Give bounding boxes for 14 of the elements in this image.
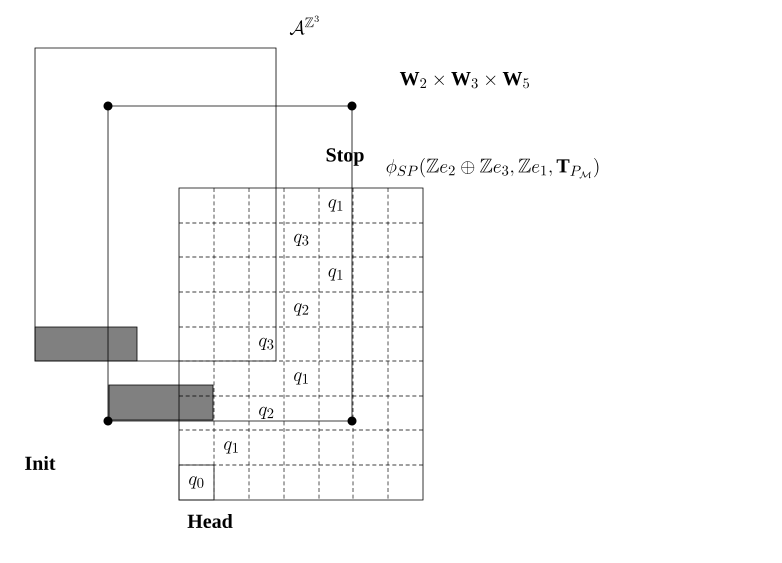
state-label: $q_2$ — [259, 406, 274, 419]
state-label: $q_2$ — [294, 303, 308, 316]
state-label: $q_1$ — [294, 372, 308, 384]
state-label: $q_1$ — [328, 268, 342, 280]
state-label: $q_3$ — [259, 338, 274, 350]
product-label: $\mathbf{W}_2\times\mathbf{W}_3\times\mathbf{W}_5$ — [400, 72, 529, 88]
init-label: Init — [25, 456, 56, 470]
head-label: Head — [188, 514, 233, 528]
state-label: $q_0$ — [189, 476, 204, 488]
state-label: $q_1$ — [224, 441, 238, 454]
set-label: $\mathcal{A}^{\mathbb{Z}^3}$ — [290, 16, 319, 36]
state-label: $q_1$ — [328, 199, 342, 212]
formula-label: $\phi_{SP}(\mathbb{Z}e_2\oplus\mathbb{Z}e_3,\mathbb{Z}e_1,\mathbf{T}_{P_{\mathcal{M}}})$ — [386, 158, 598, 178]
state-label: $q_3$ — [294, 234, 308, 246]
